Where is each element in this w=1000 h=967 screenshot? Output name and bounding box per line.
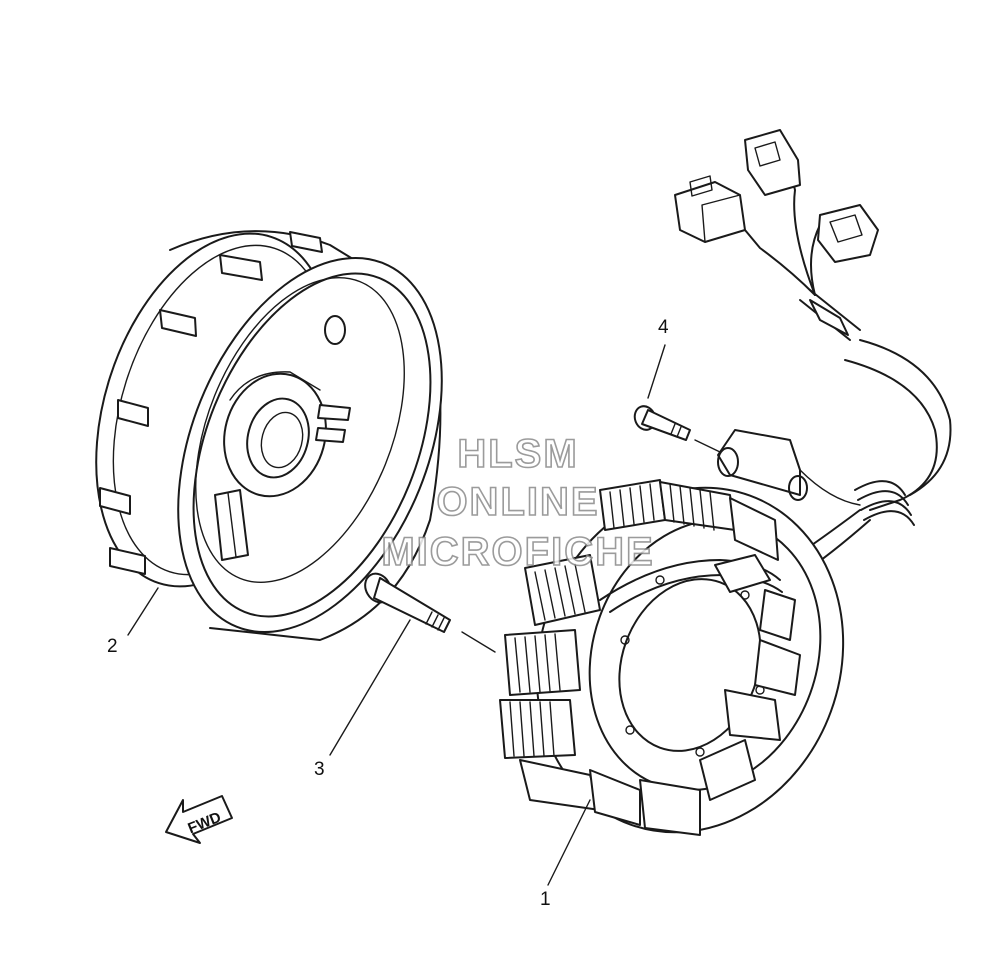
watermark: HLSM ONLINE MICROFICHE [381, 431, 654, 575]
svg-text:MICROFICHE: MICROFICHE [381, 530, 654, 574]
rotor-part-2 [95, 230, 443, 641]
callout-2: 2 [107, 587, 159, 657]
svg-text:2: 2 [107, 636, 118, 657]
stator-part-1 [499, 479, 845, 836]
callout-4: 4 [647, 317, 669, 399]
connector-3 [817, 204, 879, 263]
fwd-direction-arrow: FWD [165, 795, 233, 844]
bolt-part-3 [364, 572, 496, 653]
cable-clamp [717, 429, 808, 501]
screw-part-4 [633, 405, 721, 453]
callout-1: 1 [540, 799, 591, 910]
callout-3: 3 [314, 619, 411, 780]
svg-text:ONLINE: ONLINE [436, 480, 599, 524]
svg-text:4: 4 [658, 317, 669, 338]
connector-1 [674, 175, 746, 243]
svg-text:1: 1 [540, 889, 551, 910]
svg-text:HLSM: HLSM [457, 432, 578, 476]
wire-harness [739, 169, 952, 576]
connector-2 [744, 129, 801, 196]
svg-text:3: 3 [314, 759, 325, 780]
